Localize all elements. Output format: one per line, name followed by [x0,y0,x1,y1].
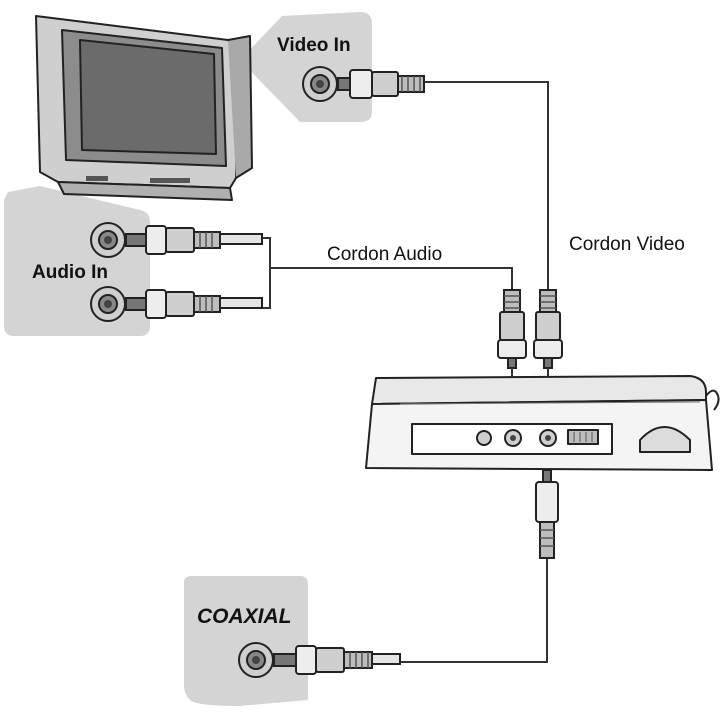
cordon-video-label: Cordon Video [569,234,685,255]
cordon-audio-plug [497,289,527,400]
dvd-player [365,375,720,471]
coaxial-panel [184,576,308,706]
video-in-plug [337,69,425,99]
cables [262,81,549,663]
coaxial-label: COAXIAL [197,605,292,628]
audio-in-jack-top [90,222,126,258]
coaxial-plug [273,645,401,675]
audio-in-label: Audio In [32,262,108,283]
video-in-jack [302,66,338,102]
cordon-video-plug [533,289,563,400]
video-in-panel [240,12,372,122]
audio-in-plug-top [125,225,263,255]
tv-set [35,15,253,201]
cordon-audio-label: Cordon Audio [327,244,443,265]
audio-in-panel [4,186,150,336]
audio-in-jack-bottom [90,286,126,322]
audio-in-plug-bottom [125,289,263,319]
coaxial-jack [238,642,274,678]
coaxial-cable-plug [535,469,559,559]
video-in-label: Video In [277,35,351,56]
